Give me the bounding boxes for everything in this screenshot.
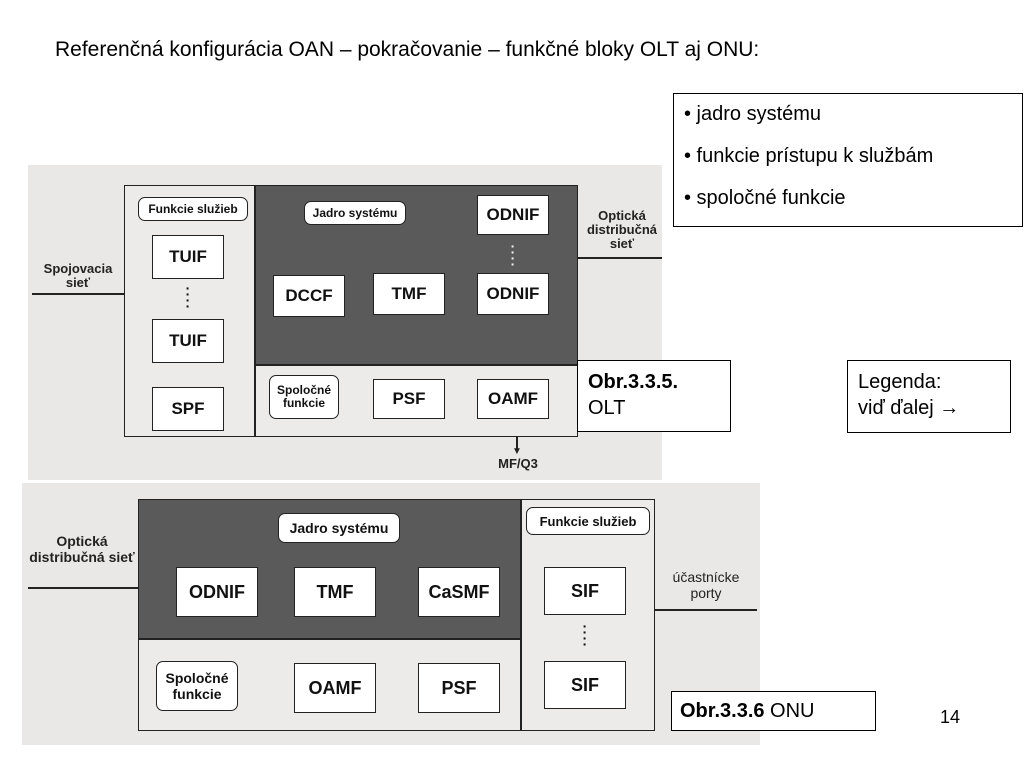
onu-core-label: Jadro systému bbox=[278, 513, 400, 543]
bullet-list: • jadro systému • funkcie prístupu k slu… bbox=[673, 93, 1023, 227]
page-number: 14 bbox=[940, 707, 961, 727]
caption-onu: Obr.3.3.6 ONU bbox=[671, 691, 876, 731]
onu-oamf: OAMF bbox=[294, 663, 376, 713]
page-title: Referenčná konfigurácia OAN – pokračovan… bbox=[55, 38, 760, 61]
olt-right-network-label: Optická distribučná sieť bbox=[586, 208, 658, 251]
olt-mgmt-arrow: ▼ bbox=[512, 446, 522, 457]
olt-tuif-ellipsis: ···· bbox=[185, 280, 191, 314]
caption-olt: Obr.3.3.5. OLT bbox=[577, 360, 731, 432]
onu-tmf: TMF bbox=[294, 567, 376, 617]
olt-services-label: Funkcie služieb bbox=[138, 197, 248, 221]
caption-olt-number: Obr.3.3.5. bbox=[588, 371, 679, 393]
olt-diagram: Spojovacia sieť Funkcie služieb TUIF ···… bbox=[28, 165, 662, 480]
bullet-service-access: • funkcie prístupu k službám bbox=[684, 145, 934, 167]
olt-left-line bbox=[32, 293, 126, 295]
onu-psf: PSF bbox=[418, 663, 500, 713]
caption-onu-text: ONU bbox=[764, 700, 815, 722]
olt-psf: PSF bbox=[373, 379, 445, 419]
caption-onu-number: Obr.3.3.6 bbox=[680, 700, 765, 722]
onu-services-label: Funkcie služieb bbox=[526, 507, 650, 535]
olt-dccf: DCCF bbox=[273, 275, 345, 317]
onu-sif-1: SIF bbox=[544, 567, 626, 615]
legend-line-1: Legenda: bbox=[858, 371, 942, 393]
legend-box: Legenda: viď ďalej → bbox=[847, 360, 1011, 433]
onu-right-line bbox=[655, 609, 757, 611]
olt-odnif-2: ODNIF bbox=[477, 273, 549, 315]
onu-casmf: CaSMF bbox=[418, 567, 500, 617]
olt-tuif-1: TUIF bbox=[152, 235, 224, 279]
olt-left-network-label: Spojovacia sieť bbox=[43, 261, 113, 290]
bullet-common: • spoločné funkcie bbox=[684, 187, 846, 209]
olt-spf: SPF bbox=[152, 387, 224, 431]
olt-mgmt-line bbox=[516, 437, 518, 451]
olt-tuif-2: TUIF bbox=[152, 319, 224, 363]
onu-common-label: Spoločné funkcie bbox=[156, 661, 238, 711]
onu-diagram: Optická distribučná sieť Jadro systému O… bbox=[22, 483, 760, 745]
onu-sif-2: SIF bbox=[544, 661, 626, 709]
olt-oamf: OAMF bbox=[477, 379, 549, 419]
onu-left-line bbox=[28, 587, 140, 589]
onu-sif-ellipsis: ···· bbox=[582, 618, 588, 652]
olt-odnif-1: ODNIF bbox=[477, 195, 549, 235]
legend-line-2: viď ďalej → bbox=[858, 397, 960, 419]
caption-olt-text: OLT bbox=[588, 397, 626, 419]
bullet-core: • jadro systému bbox=[684, 103, 822, 125]
onu-left-network-label: Optická distribučná sieť bbox=[29, 533, 135, 565]
olt-mgmt-label: MF/Q3 bbox=[498, 456, 538, 471]
onu-odnif: ODNIF bbox=[176, 567, 258, 617]
olt-common-label: Spoločné funkcie bbox=[269, 375, 339, 419]
onu-right-ports-label: účastnícke porty bbox=[672, 569, 740, 601]
olt-core-label: Jadro systému bbox=[304, 201, 406, 225]
olt-odnif-ellipsis: ···· bbox=[510, 238, 516, 272]
olt-right-line bbox=[578, 257, 662, 259]
olt-tmf: TMF bbox=[373, 273, 445, 315]
